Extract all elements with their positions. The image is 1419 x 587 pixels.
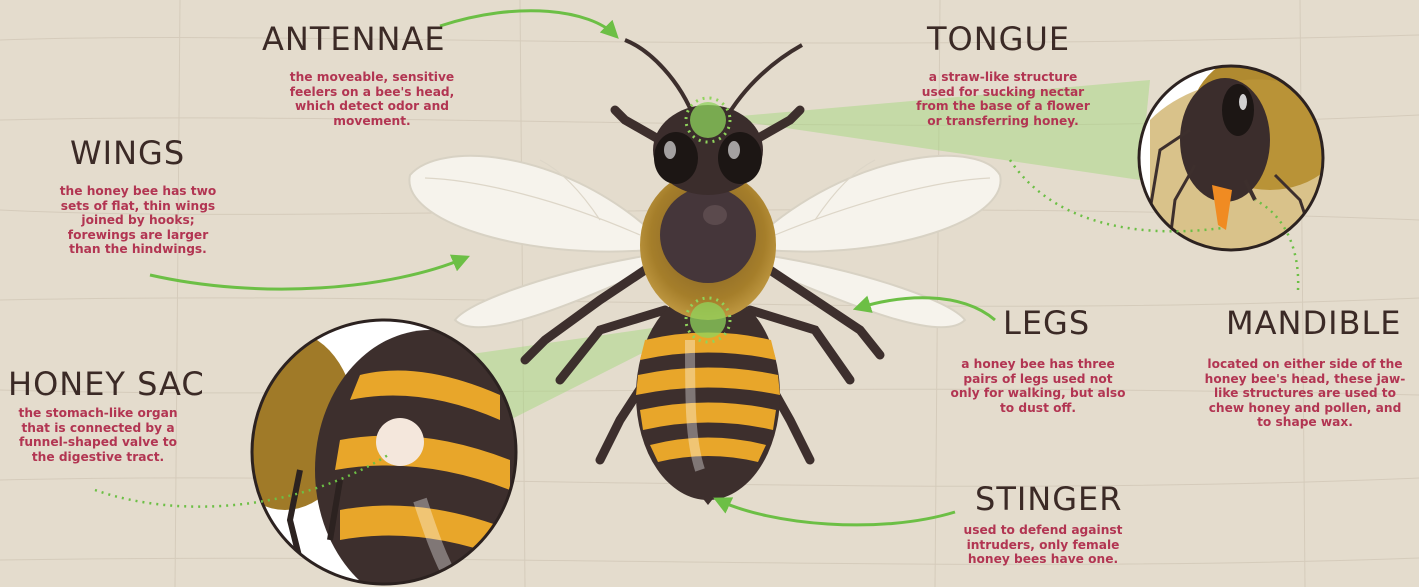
honey-sac-description: the stomach-like organ that is connected… bbox=[8, 406, 188, 464]
antennae-marker bbox=[690, 102, 726, 138]
legs-title: LEGS bbox=[1003, 304, 1090, 342]
antennae-description: the moveable, sensitive feelers on a bee… bbox=[282, 70, 462, 128]
stinger-title: STINGER bbox=[975, 480, 1122, 518]
wings-description: the honey bee has two sets of flat, thin… bbox=[50, 184, 226, 257]
mandible-title: MANDIBLE bbox=[1226, 304, 1402, 342]
stinger-description: used to defend against intruders, only f… bbox=[955, 523, 1131, 567]
wings-title: WINGS bbox=[70, 134, 185, 172]
legs-description: a honey bee has three pairs of legs used… bbox=[950, 357, 1126, 415]
antennae-title: ANTENNAE bbox=[262, 20, 446, 58]
tongue-description: a straw-like structure used for sucking … bbox=[912, 70, 1094, 128]
mandible-description: located on either side of the honey bee'… bbox=[1200, 357, 1410, 430]
honey-sac-title: HONEY SAC bbox=[8, 365, 205, 403]
tongue-title: TONGUE bbox=[927, 20, 1070, 58]
honey-sac-marker bbox=[690, 302, 726, 338]
